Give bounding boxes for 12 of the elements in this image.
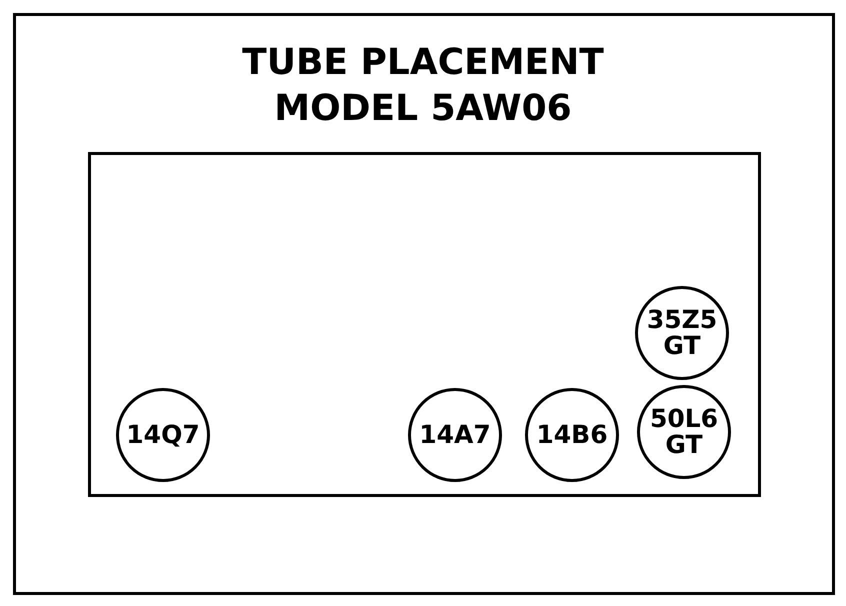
tube-label: 14Q7 xyxy=(126,422,200,448)
tube-label: 14B6 xyxy=(535,422,609,448)
tube-socket xyxy=(637,385,731,479)
tube-socket xyxy=(525,388,619,482)
tube-socket xyxy=(408,388,502,482)
tube-label: 14A7 xyxy=(418,422,492,448)
tube-socket xyxy=(635,286,729,380)
tube-label: 35Z5 GT xyxy=(646,307,718,359)
tube-socket xyxy=(116,388,210,482)
tube-label: 50L6 GT xyxy=(648,406,720,458)
title: TUBE PLACEMENT MODEL 5AW06 xyxy=(241,41,605,131)
chassis-outline xyxy=(88,152,761,497)
